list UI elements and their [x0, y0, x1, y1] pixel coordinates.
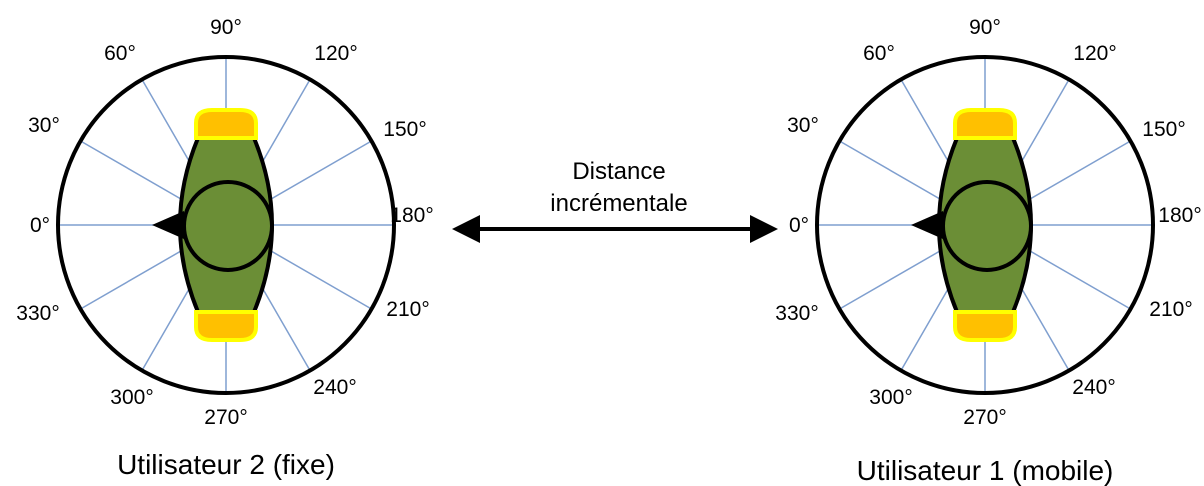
- angle-label-30: 30°: [787, 114, 819, 137]
- angle-label-330: 330°: [775, 302, 818, 325]
- user2-head: [182, 180, 274, 272]
- arrow-label-line1: Distance: [572, 158, 665, 185]
- angle-label-270: 270°: [963, 406, 1006, 429]
- arrow-right-head: [750, 215, 778, 243]
- arrow-label-line2: incrémentale: [550, 190, 687, 217]
- angle-label-90: 90°: [969, 16, 1001, 39]
- distance-arrow-group: Distance incrémentale: [452, 158, 778, 243]
- user1-angle-labels: 0° 30° 60° 90° 120° 150° 180° 210° 240° 270° 300° 3…: [775, 16, 1201, 429]
- user1-front-light: [953, 108, 1017, 140]
- arrow-left-head: [452, 215, 480, 243]
- user2-front-light: [194, 108, 258, 140]
- angle-label-60: 60°: [863, 42, 895, 65]
- angle-label-150: 150°: [383, 118, 426, 141]
- angle-label-180: 180°: [1158, 204, 1201, 227]
- angle-label-180: 180°: [390, 204, 433, 227]
- user1-head: [941, 180, 1033, 272]
- angle-label-210: 210°: [386, 298, 429, 321]
- triangle-left-icon: [152, 211, 184, 239]
- user2-diagram: 0° 30° 60° 90° 120° 150° 180° 210° 240° 270° 300° 3…: [16, 16, 433, 480]
- angle-label-300: 300°: [110, 386, 153, 409]
- angle-label-0: 0°: [789, 214, 809, 237]
- user2-caption: Utilisateur 2 (fixe): [117, 449, 335, 480]
- user1-diagram: 0° 30° 60° 90° 120° 150° 180° 210° 240° 270° 300° 3…: [775, 16, 1201, 486]
- user2-angle-labels: 0° 30° 60° 90° 120° 150° 180° 210° 240° 270° 300° 3…: [16, 16, 433, 429]
- user2-rear-light: [194, 310, 258, 342]
- angle-label-210: 210°: [1149, 298, 1192, 321]
- angle-label-240: 240°: [313, 376, 356, 399]
- angle-label-240: 240°: [1072, 376, 1115, 399]
- angle-label-60: 60°: [104, 42, 136, 65]
- triangle-left-icon: [911, 211, 943, 239]
- angle-label-90: 90°: [210, 16, 242, 39]
- angle-label-150: 150°: [1142, 118, 1185, 141]
- angle-label-330: 330°: [16, 302, 59, 325]
- user2-outer-ring: [56, 55, 396, 395]
- angle-label-270: 270°: [204, 406, 247, 429]
- angle-label-120: 120°: [1073, 42, 1116, 65]
- user1-rear-light: [953, 310, 1017, 342]
- angle-label-300: 300°: [869, 386, 912, 409]
- angle-label-30: 30°: [28, 114, 60, 137]
- user1-outer-ring: [815, 55, 1155, 395]
- angle-label-120: 120°: [314, 42, 357, 65]
- user1-caption: Utilisateur 1 (mobile): [857, 455, 1114, 486]
- angle-label-0: 0°: [30, 214, 50, 237]
